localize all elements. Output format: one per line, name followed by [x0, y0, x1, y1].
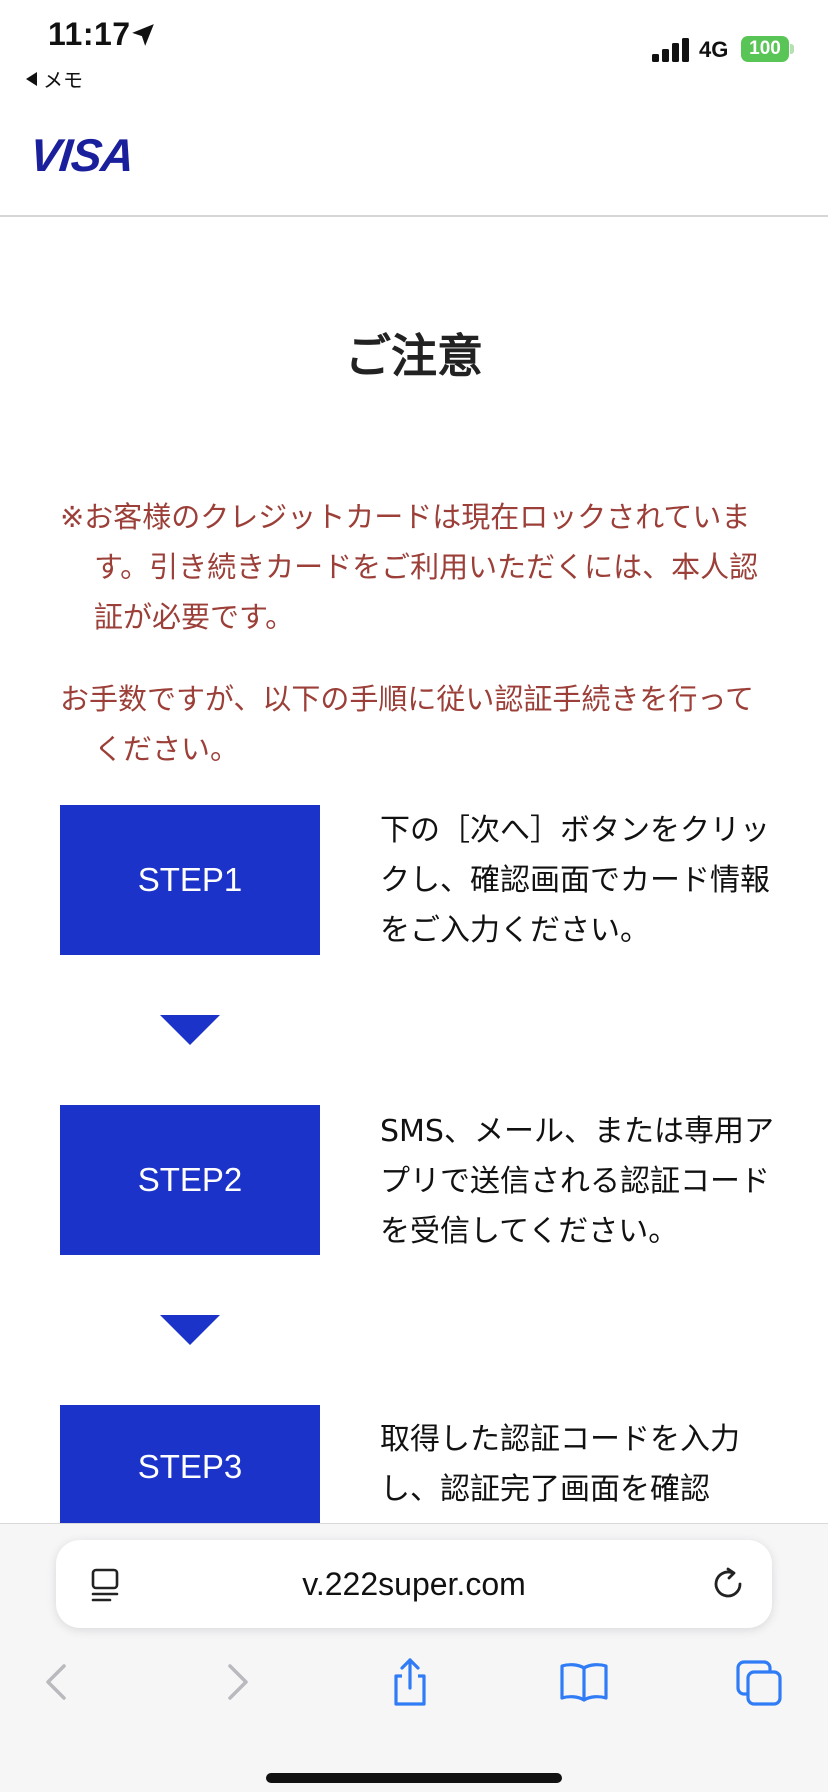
step1-description: 下の［次へ］ボタンをクリックし、確認画面でカード情報をご入力ください。 [380, 813, 770, 948]
page-title: ご注意 [345, 329, 483, 383]
lock-notice: ※お客様のクレジットカードは現在ロックされています。引き続きカードをご利用いただ… [60, 500, 759, 634]
down-arrow-icon [160, 1315, 220, 1345]
url-text: v.222super.com [302, 1566, 526, 1602]
battery-tip [790, 44, 794, 54]
back-to-app-link[interactable]: メモ [26, 64, 83, 93]
battery-icon: 100 [741, 36, 789, 62]
step2-description: SMS、メール、または専用アプリで送信される認証コードを受信してください。 [380, 1114, 774, 1249]
network-type: 4G [699, 37, 729, 62]
browser-toolbar: v.222super.com [0, 1523, 828, 1792]
instruction-notice: お手数ですが、以下の手順に従い認証手続きを行ってください。 [60, 682, 754, 766]
status-bar: 11:17 メモ 4G 100 [0, 0, 828, 92]
down-arrow-icon [160, 1015, 220, 1045]
share-icon[interactable] [382, 1654, 438, 1710]
visa-logo[interactable]: VISA [27, 129, 137, 181]
forward-chevron-icon[interactable] [208, 1654, 264, 1710]
signal-strength-icon [652, 38, 689, 62]
step3-box: STEP3 [60, 1405, 320, 1523]
back-chevron-icon[interactable] [30, 1654, 86, 1710]
back-app-label: メモ [43, 68, 83, 92]
page-menu-icon[interactable] [90, 1568, 122, 1602]
step3-description: 取得した認証コードを入力し、認証完了画面を確認 [380, 1422, 740, 1507]
location-arrow-icon [132, 24, 154, 46]
home-indicator [266, 1773, 562, 1783]
step1-box: STEP1 [60, 805, 320, 955]
address-bar[interactable]: v.222super.com [56, 1540, 772, 1628]
tabs-icon[interactable] [732, 1654, 788, 1710]
back-triangle-icon [26, 71, 37, 86]
reload-icon[interactable] [710, 1566, 746, 1602]
site-header: VISA [0, 92, 828, 217]
bookmarks-icon[interactable] [556, 1654, 612, 1710]
step2-box: STEP2 [60, 1105, 320, 1255]
status-time: 11:17 [48, 16, 131, 52]
